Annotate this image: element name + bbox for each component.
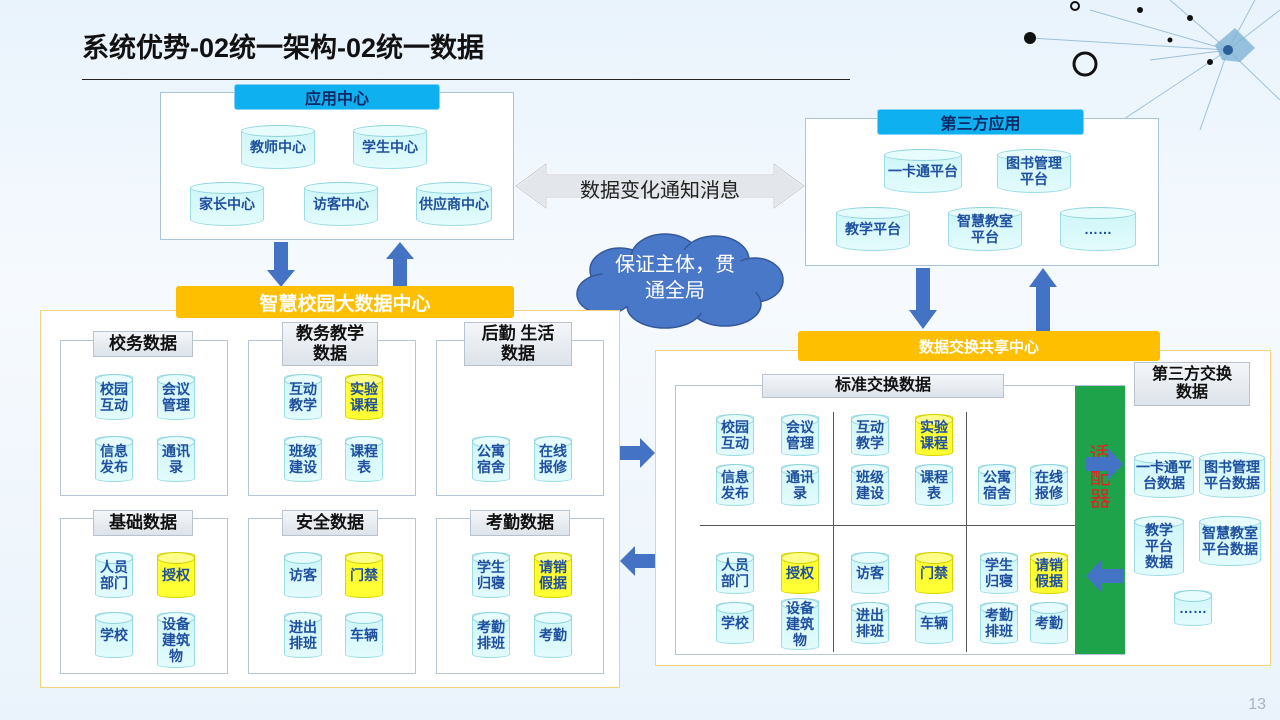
ex-item[interactable]: 在线报修 [1030, 464, 1068, 506]
dc-item[interactable]: 访客 [284, 552, 322, 598]
ex-item[interactable]: 互动教学 [851, 414, 889, 456]
dc-item[interactable]: 互动教学 [284, 374, 322, 420]
tp-exchange-item[interactable]: 教学平台数据 [1134, 516, 1184, 576]
app-item-supplier[interactable]: 供应商中心 [416, 182, 492, 226]
tp-exchange-item[interactable]: 一卡通平台数据 [1134, 452, 1194, 498]
arrow-right-mid [620, 438, 655, 468]
app-item-parent[interactable]: 家长中心 [190, 182, 264, 226]
dc-item[interactable]: 信息发布 [95, 436, 133, 482]
dc-item-highlight[interactable]: 授权 [157, 552, 195, 598]
page-title: 系统优势-02统一架构-02统一数据 [82, 33, 485, 63]
dc-item[interactable]: 人员部门 [95, 552, 133, 598]
ex-item[interactable]: 校园互动 [716, 414, 754, 456]
divider-v1 [833, 412, 834, 652]
ex-item[interactable]: 课程表 [915, 464, 953, 506]
cloud-shape [576, 233, 784, 329]
arrow-down-1 [267, 242, 295, 287]
network-decoration [1024, 0, 1280, 130]
group-title: 校务数据 [93, 331, 193, 357]
dc-item[interactable]: 在线报修 [534, 436, 572, 482]
dc-item-highlight[interactable]: 请销假据 [534, 552, 572, 598]
dc-item[interactable]: 考勤 [534, 612, 572, 658]
dc-item[interactable]: 公寓宿舍 [472, 436, 510, 482]
ex-item[interactable]: 考勤排班 [980, 602, 1018, 644]
third-exchange-title: 第三方交换数据 [1134, 362, 1250, 406]
ex-item[interactable]: 人员部门 [716, 552, 754, 594]
app-item-teacher[interactable]: 教师中心 [241, 125, 315, 169]
app-center-header: 应用中心 [234, 84, 440, 110]
group-school-affairs [60, 340, 228, 496]
dc-item[interactable]: 班级建设 [284, 436, 322, 482]
arrow-adapter-left [1086, 560, 1123, 592]
ex-item[interactable]: 访客 [851, 552, 889, 594]
group-attendance [436, 518, 604, 674]
group-title: 后勤 生活数据 [464, 322, 572, 366]
standard-exchange-title: 标准交换数据 [762, 374, 1004, 398]
dc-item[interactable]: 会议管理 [157, 374, 195, 420]
tp-item-card[interactable]: 一卡通平台 [884, 149, 962, 193]
ex-item[interactable]: 进出排班 [851, 602, 889, 644]
ex-item[interactable]: 设备建筑物 [781, 598, 819, 650]
app-item-visitor[interactable]: 访客中心 [304, 182, 378, 226]
dc-item-highlight[interactable]: 门禁 [345, 552, 383, 598]
tp-item-classroom[interactable]: 智慧教室平台 [948, 207, 1022, 251]
tp-item-more[interactable]: …… [1060, 207, 1136, 251]
ex-item[interactable]: 学生归寝 [980, 552, 1018, 594]
ex-item[interactable]: 学校 [716, 602, 754, 644]
group-logistics [436, 340, 604, 496]
ex-item[interactable]: 考勤 [1030, 602, 1068, 644]
ex-item-highlight[interactable]: 实验课程 [915, 414, 953, 456]
arrow-adapter-right [1086, 448, 1123, 480]
dc-item[interactable]: 课程表 [345, 436, 383, 482]
dc-item[interactable]: 校园互动 [95, 374, 133, 420]
group-title: 考勤数据 [470, 510, 570, 536]
tp-item-teaching[interactable]: 教学平台 [836, 207, 910, 251]
ex-item[interactable]: 会议管理 [781, 414, 819, 456]
dc-item[interactable]: 车辆 [345, 612, 383, 658]
app-item-student[interactable]: 学生中心 [353, 125, 427, 169]
tp-exchange-item[interactable]: 图书管理平台数据 [1199, 452, 1265, 498]
tp-item-library[interactable]: 图书管理平台 [997, 149, 1071, 193]
arrow-up-2 [1029, 268, 1057, 331]
divider-h [700, 525, 1075, 526]
dc-item[interactable]: 通讯录 [157, 436, 195, 482]
arrow-down-2 [909, 268, 937, 329]
dc-item[interactable]: 学校 [95, 612, 133, 658]
dc-item-highlight[interactable]: 实验课程 [345, 374, 383, 420]
divider-v2 [966, 412, 967, 652]
adapter-bar [1075, 386, 1125, 654]
third-party-header: 第三方应用 [877, 109, 1084, 135]
page-number: 13 [1248, 696, 1266, 713]
group-basic [60, 518, 228, 674]
dc-item[interactable]: 考勤排班 [472, 612, 510, 658]
cloud-text: 保证主体，贯通全局 [615, 254, 735, 302]
group-title: 安全数据 [282, 510, 378, 536]
group-teaching [248, 340, 416, 496]
tp-exchange-item[interactable]: …… [1174, 590, 1212, 626]
ex-item-highlight[interactable]: 请销假据 [1030, 552, 1068, 594]
dc-item[interactable]: 设备建筑物 [157, 612, 195, 668]
data-center-header: 智慧校园大数据中心 [176, 286, 514, 318]
dc-item[interactable]: 学生归寝 [472, 552, 510, 598]
dc-item[interactable]: 进出排班 [284, 612, 322, 658]
ex-item-highlight[interactable]: 授权 [781, 552, 819, 594]
ex-item[interactable]: 通讯录 [781, 464, 819, 506]
title-divider [82, 79, 850, 80]
exchange-header: 数据交换共享中心 [798, 331, 1160, 361]
notify-label: 数据变化通知消息 [580, 180, 740, 202]
group-security [248, 518, 416, 674]
arrow-up-1 [386, 242, 414, 287]
tp-exchange-item[interactable]: 智慧教室平台数据 [1199, 516, 1261, 566]
ex-item-highlight[interactable]: 门禁 [915, 552, 953, 594]
ex-item[interactable]: 公寓宿舍 [978, 464, 1016, 506]
ex-item[interactable]: 班级建设 [851, 464, 889, 506]
arrow-left-mid [620, 546, 655, 576]
notify-double-arrow [514, 162, 806, 210]
group-title: 基础数据 [93, 510, 193, 536]
ex-item[interactable]: 车辆 [915, 602, 953, 644]
ex-item[interactable]: 信息发布 [716, 464, 754, 506]
group-title: 教务教学数据 [282, 322, 378, 366]
